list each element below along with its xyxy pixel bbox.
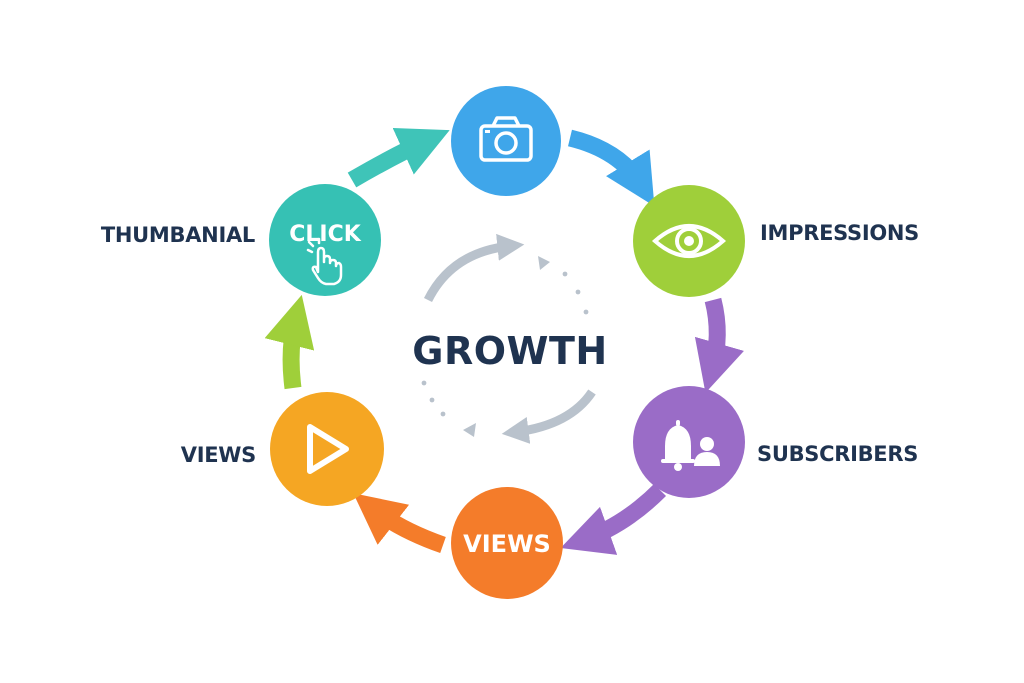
arrow-subscribers-to-views-bottom xyxy=(583,490,660,540)
arrow-click-to-camera xyxy=(352,140,428,180)
node-camera-circle xyxy=(451,86,561,196)
node-click: CLICK THUMBANIAL xyxy=(101,184,381,296)
center-dots-left xyxy=(422,381,446,417)
arrow-views-left-to-click xyxy=(291,318,296,388)
side-label-subscribers: SUBSCRIBERS xyxy=(757,442,918,466)
side-label-views-left: VIEWS xyxy=(181,443,256,467)
center-arrow-top xyxy=(428,246,510,300)
node-camera xyxy=(451,86,561,196)
node-click-text: CLICK xyxy=(289,222,361,247)
side-label-impressions: IMPRESSIONS xyxy=(760,221,919,245)
node-impressions: IMPRESSIONS xyxy=(633,185,919,297)
node-views-left: VIEWS xyxy=(181,392,384,506)
center-arrowhead-small-top xyxy=(538,256,550,270)
side-label-click: THUMBANIAL xyxy=(101,223,255,247)
arrow-camera-to-impressions xyxy=(570,138,642,186)
node-subscribers: SUBSCRIBERS xyxy=(633,386,918,498)
node-views-bottom-text: VIEWS xyxy=(463,530,551,558)
center-cycle: GROWTH xyxy=(412,246,607,437)
arrow-views-bottom-to-views-left xyxy=(372,508,443,545)
center-arrow-bottom xyxy=(516,392,592,432)
center-dots-right xyxy=(563,272,589,315)
node-views-left-circle xyxy=(270,392,384,506)
center-arrowhead-small-bottom xyxy=(463,423,476,437)
node-views-bottom: VIEWS xyxy=(451,487,563,599)
center-label: GROWTH xyxy=(412,329,607,373)
arrow-impressions-to-subscribers xyxy=(712,300,717,370)
